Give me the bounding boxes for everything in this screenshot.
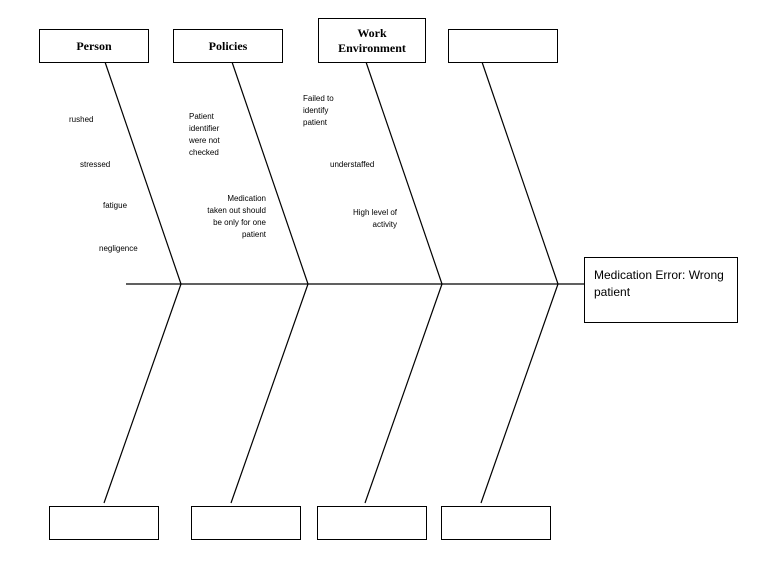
category-box-person: Person xyxy=(39,29,149,63)
bone-line-bottom-1 xyxy=(103,283,182,504)
cause-work-environment-2: understaffed xyxy=(330,160,375,169)
cause-person-2: stressed xyxy=(80,160,111,169)
category-box-bottom-3 xyxy=(317,506,427,540)
cause-policies-2: Medication taken out should be only for … xyxy=(207,194,266,239)
cause-person-3: fatigue xyxy=(103,201,128,210)
category-box-policies: Policies xyxy=(173,29,283,63)
cause-policies-1: Patient identifier were not checked xyxy=(189,112,220,157)
category-label-work-environment: Work Environment xyxy=(338,25,406,55)
effect-box: Medication Error: Wrong patient xyxy=(584,257,738,323)
bone-line-bottom-2 xyxy=(230,283,309,504)
category-label-policies: Policies xyxy=(208,38,248,53)
cause-person-4: negligence xyxy=(99,244,138,253)
category-box-work-environment: Work Environment xyxy=(318,18,426,63)
category-box-bottom-2 xyxy=(191,506,301,540)
category-label-person: Person xyxy=(76,38,112,53)
bone-line-top-4 xyxy=(481,61,559,285)
effect-label: Medication Error: Wrong patient xyxy=(594,268,724,299)
category-box-bottom-4 xyxy=(441,506,551,540)
bone-line-top-3 xyxy=(365,61,443,285)
cause-work-environment-1: Failed to identify patient xyxy=(303,94,334,127)
bone-line-top-1 xyxy=(104,61,182,285)
category-box-top-4 xyxy=(448,29,558,63)
category-box-bottom-1 xyxy=(49,506,159,540)
cause-person-1: rushed xyxy=(69,115,94,124)
bone-line-bottom-4 xyxy=(480,283,559,504)
bone-line-bottom-3 xyxy=(364,283,443,504)
bone-line-top-2 xyxy=(231,61,309,285)
cause-work-environment-3: High level of activity xyxy=(352,208,397,229)
